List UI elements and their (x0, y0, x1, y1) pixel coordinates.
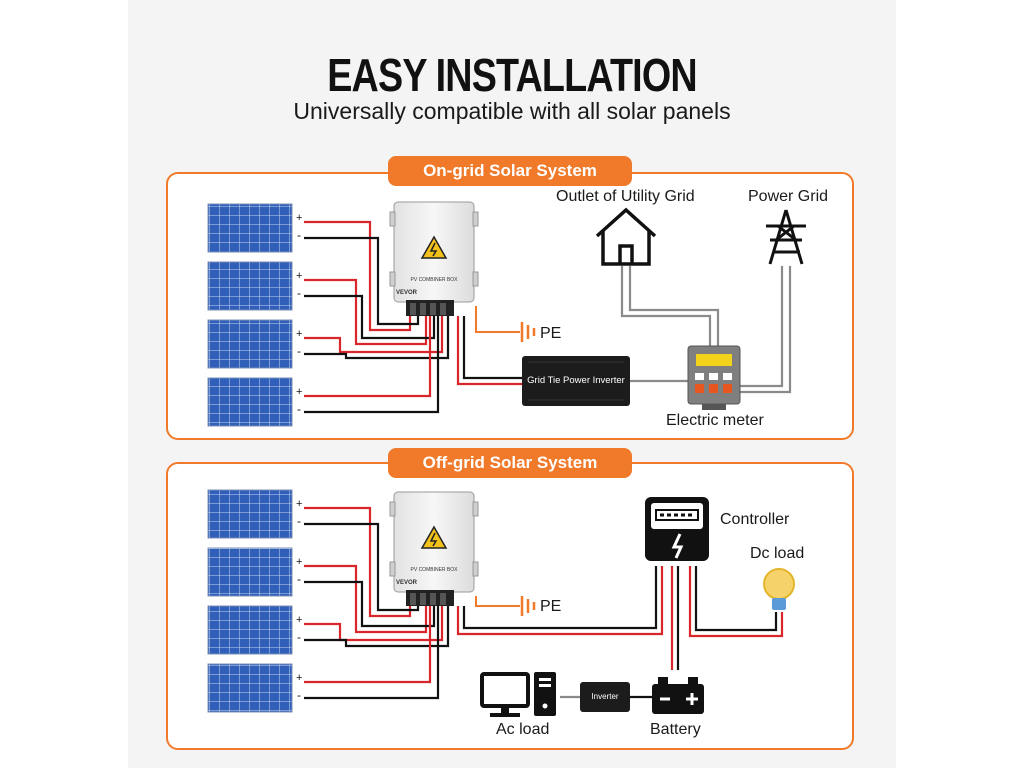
off-grid-system-wires (456, 566, 784, 699)
dc-load-label: Dc load (750, 545, 805, 562)
terminal-plus: + (296, 614, 303, 626)
terminal-plus: + (296, 386, 303, 398)
solar-panel (207, 203, 293, 253)
off-grid-solar-panels (207, 489, 293, 713)
solar-panel (207, 663, 293, 713)
terminal-minus: - (297, 402, 301, 416)
solar-panel (207, 605, 293, 655)
off-grid-box-brand: VEVOR (396, 580, 418, 586)
solar-panel (207, 547, 293, 597)
on-grid-pe-label: PE (540, 325, 562, 342)
off-grid-box-caption: PV COMBINER BOX (410, 567, 458, 573)
on-grid-ac-wires (620, 266, 792, 394)
light-bulb-icon (763, 568, 795, 610)
on-grid-pe-ground (475, 306, 536, 342)
solar-panel (207, 489, 293, 539)
off-grid-combiner-box (389, 491, 479, 606)
electric-meter-label: Electric meter (666, 412, 764, 429)
warning-icon (420, 525, 448, 549)
terminal-minus: - (297, 630, 301, 644)
terminal-plus: + (296, 328, 303, 340)
off-grid-section-title: Off-grid Solar System (388, 448, 632, 478)
battery-label: Battery (650, 721, 701, 738)
terminal-plus: + (296, 212, 303, 224)
terminal-minus: - (297, 688, 301, 702)
page-title: EASY INSTALLATION (327, 49, 697, 101)
warning-icon (420, 235, 448, 259)
on-grid-box-brand: VEVOR (396, 290, 418, 296)
off-grid-dc-wires (304, 506, 450, 700)
off-grid-inverter-label: Inverter (591, 692, 619, 701)
solar-panel (207, 377, 293, 427)
on-grid-section-title: On-grid Solar System (388, 156, 632, 186)
terminal-minus: - (297, 514, 301, 528)
solar-panel (207, 261, 293, 311)
ac-load-label: Ac load (496, 721, 550, 738)
on-grid-solar-panels (207, 203, 293, 427)
power-grid-label: Power Grid (748, 188, 829, 205)
off-grid-inverter (580, 682, 630, 712)
terminal-minus: - (297, 572, 301, 586)
on-grid-dc-wires (304, 220, 450, 414)
battery-icon (652, 677, 704, 714)
on-grid-combiner-box (389, 201, 479, 316)
page-subtitle: Universally compatible with all solar pa… (293, 98, 731, 124)
power-tower-icon (766, 209, 806, 265)
electric-meter-icon (687, 345, 741, 410)
outlet-label: Outlet of Utility Grid (556, 188, 695, 205)
solar-panel (207, 319, 293, 369)
terminal-plus: + (296, 498, 303, 510)
terminal-minus: - (297, 344, 301, 358)
terminal-minus: - (297, 228, 301, 242)
house-icon (595, 207, 657, 266)
on-grid-box-caption: PV COMBINER BOX (410, 277, 458, 283)
terminal-minus: - (297, 286, 301, 300)
inverter-label: Grid Tie Power Inverter (527, 375, 625, 386)
terminal-plus: + (296, 672, 303, 684)
on-grid-inverter-wires (456, 316, 522, 386)
terminal-plus: + (296, 270, 303, 282)
grid-tie-inverter (522, 356, 630, 406)
off-grid-pe-label: PE (540, 598, 562, 615)
terminal-plus: + (296, 556, 303, 568)
controller-label: Controller (720, 511, 790, 528)
computer-icon (480, 672, 556, 717)
off-grid-pe-ground (475, 596, 536, 616)
controller-icon (645, 497, 709, 561)
